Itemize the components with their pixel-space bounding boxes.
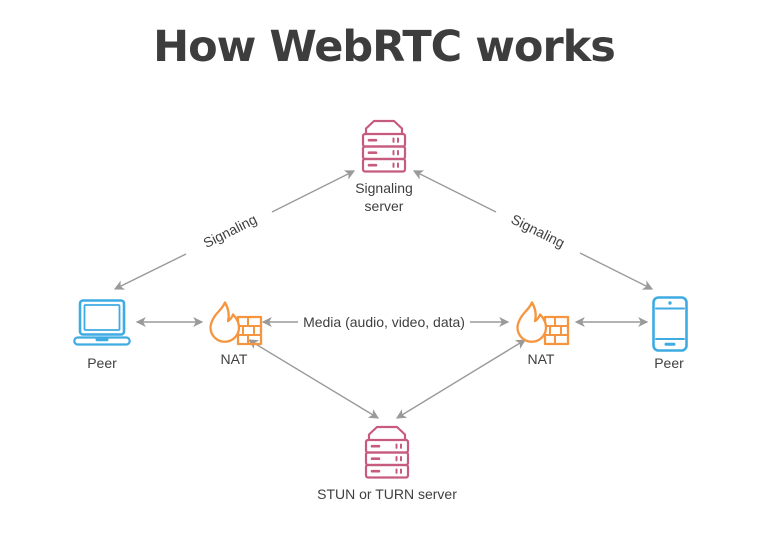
arrow-nat-right-stun bbox=[395, 339, 527, 419]
stun-turn-server-label: STUN or TURN server bbox=[317, 485, 457, 502]
arrow-signaling-right-lower bbox=[579, 252, 654, 290]
arrow-signaling-right-upper bbox=[412, 170, 497, 213]
peer-left-label: Peer bbox=[87, 354, 117, 371]
signaling-server-icon bbox=[361, 119, 407, 173]
signaling-server-label: Signaling server bbox=[355, 179, 413, 214]
nat-left-firewall-icon bbox=[209, 301, 263, 346]
nat-right-label: NAT bbox=[527, 350, 555, 367]
peer-right-label: Peer bbox=[654, 354, 684, 371]
peer-right-phone-icon bbox=[652, 296, 688, 352]
nat-right-firewall-icon bbox=[516, 301, 570, 346]
peer-left-laptop-icon bbox=[73, 299, 131, 346]
media-edge-label: Media (audio, video, data) bbox=[303, 313, 465, 330]
page-title: How WebRTC works bbox=[153, 22, 616, 72]
nat-left-label: NAT bbox=[220, 350, 248, 367]
stun-turn-server-icon bbox=[364, 425, 410, 479]
arrow-signaling-left-lower bbox=[113, 253, 187, 290]
arrow-signaling-left-upper bbox=[271, 170, 356, 213]
arrow-nat-left-stun bbox=[247, 339, 380, 419]
